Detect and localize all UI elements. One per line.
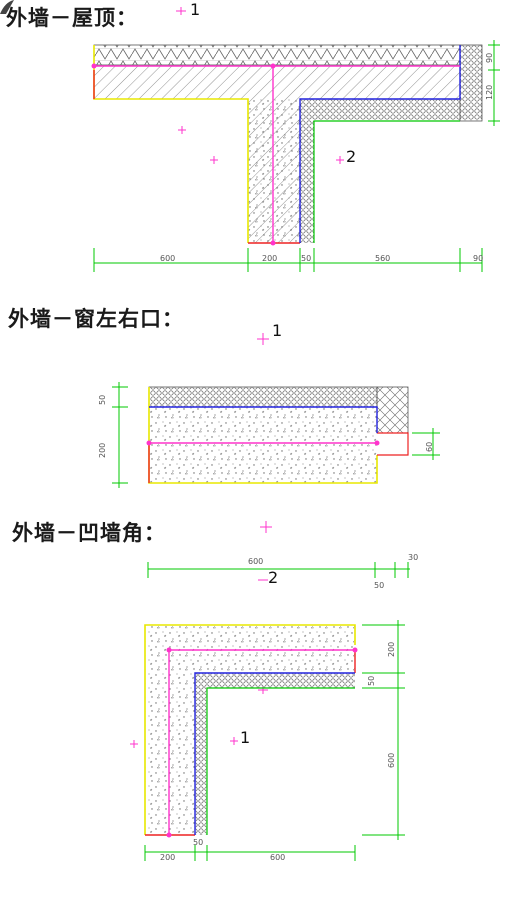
corner-concrete-wall [145, 625, 355, 835]
roof-marker-1: 1 [190, 0, 200, 19]
roof-detail-drawing [0, 0, 500, 272]
jamb-dim-200: 200 [98, 443, 107, 458]
roof-insulation-layer [93, 44, 461, 66]
section-title-inner-corner: 外墙－凹墙角： [12, 521, 166, 545]
window-jamb-drawing [112, 333, 440, 488]
roof-marker-2: 2 [346, 147, 356, 166]
roof-dim-200: 200 [262, 254, 277, 263]
roof-dim-50: 50 [301, 254, 311, 263]
corner-marker-1: 1 [240, 728, 250, 747]
corner-dim-200-right: 200 [387, 642, 396, 657]
jamb-dim-50: 50 [98, 395, 107, 405]
roof-dim-90-right: 90 [485, 53, 494, 63]
corner-insulation-layer [195, 673, 355, 835]
jamb-concrete-wall [149, 407, 377, 483]
roof-dim-90-bottom: 90 [473, 254, 483, 263]
section-title-window-jamb: 外墙－窗左右口： [8, 307, 184, 331]
roof-dim-560: 560 [375, 254, 390, 263]
corner-dim-30-top: 30 [408, 553, 418, 562]
inner-corner-drawing [130, 521, 410, 861]
corner-dim-600-bottom: 600 [270, 853, 285, 862]
section-title-roof: 外墙－屋顶： [6, 6, 138, 30]
inner-insulation-strip [300, 99, 460, 243]
roof-dim-600: 600 [160, 254, 175, 263]
corner-dim-50-top: 50 [374, 581, 384, 590]
corner-dim-600-top: 600 [248, 557, 263, 566]
corner-dim-200-bottom: 200 [160, 853, 175, 862]
corner-dim-50-right: 50 [367, 676, 376, 686]
jamb-dim-60: 60 [425, 442, 434, 452]
jamb-marker-1: 1 [272, 321, 282, 340]
corner-logo-fragment [0, 0, 14, 14]
parapet-cap-block [459, 44, 483, 122]
corner-dim-50-bottom: 50 [193, 838, 203, 847]
wall-concrete-column [248, 99, 300, 243]
jamb-insulation-layer [148, 386, 378, 408]
corner-marker-2: 2 [268, 568, 278, 587]
roof-dim-120: 120 [485, 85, 494, 100]
window-frame-block [376, 386, 409, 434]
corner-dim-600-right: 600 [387, 753, 396, 768]
